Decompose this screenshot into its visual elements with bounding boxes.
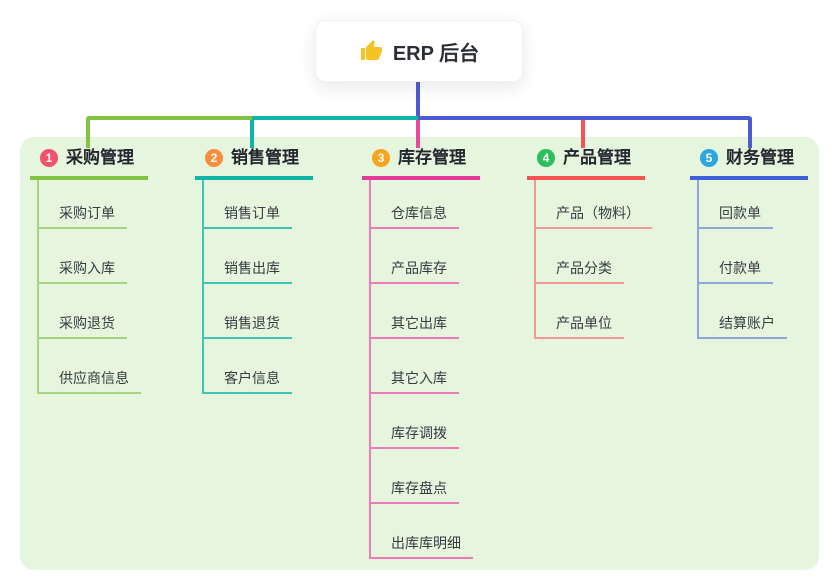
connector-drop-product bbox=[581, 120, 585, 148]
branch-number-badge: 3 bbox=[372, 149, 390, 167]
child-node[interactable]: 产品单位 bbox=[536, 284, 624, 339]
child-node[interactable]: 仓库信息 bbox=[371, 180, 459, 229]
branch-inventory: 3 库存管理 仓库信息 产品库存 其它出库 其它入库 库存调拨 库存盘点 出库库… bbox=[362, 148, 480, 559]
child-node[interactable]: 销售退货 bbox=[204, 284, 292, 339]
branch-children: 销售订单 销售出库 销售退货 客户信息 bbox=[202, 180, 313, 394]
child-node[interactable]: 销售出库 bbox=[204, 229, 292, 284]
branch-children: 回款单 付款单 结算账户 bbox=[697, 180, 808, 339]
branch-label: 采购管理 bbox=[66, 148, 134, 167]
child-node[interactable]: 销售订单 bbox=[204, 180, 292, 229]
child-node[interactable]: 出库库明细 bbox=[371, 504, 473, 559]
child-node[interactable]: 采购订单 bbox=[39, 180, 127, 229]
branch-number-badge: 1 bbox=[40, 149, 58, 167]
connector-drop-sales bbox=[250, 120, 254, 148]
connector-segment-teal bbox=[252, 116, 418, 120]
branch-children: 仓库信息 产品库存 其它出库 其它入库 库存调拨 库存盘点 出库库明细 bbox=[369, 180, 480, 559]
child-node[interactable]: 付款单 bbox=[699, 229, 773, 284]
connector-drop-inventory bbox=[416, 120, 420, 148]
branch-node-sales[interactable]: 2 销售管理 bbox=[195, 148, 313, 180]
connector-trunk bbox=[416, 82, 420, 120]
child-node[interactable]: 客户信息 bbox=[204, 339, 292, 394]
branch-product: 4 产品管理 产品（物料） 产品分类 产品单位 bbox=[527, 148, 652, 339]
child-node[interactable]: 回款单 bbox=[699, 180, 773, 229]
connector-segment-green bbox=[86, 116, 252, 120]
child-node[interactable]: 其它出库 bbox=[371, 284, 459, 339]
branch-number-badge: 5 bbox=[700, 149, 718, 167]
child-node[interactable]: 库存调拨 bbox=[371, 394, 459, 449]
branch-label: 财务管理 bbox=[726, 148, 794, 167]
child-node[interactable]: 库存盘点 bbox=[371, 449, 459, 504]
child-node[interactable]: 采购退货 bbox=[39, 284, 127, 339]
branch-node-finance[interactable]: 5 财务管理 bbox=[690, 148, 808, 180]
child-node[interactable]: 采购入库 bbox=[39, 229, 127, 284]
branch-children: 产品（物料） 产品分类 产品单位 bbox=[534, 180, 652, 339]
branch-purchase: 1 采购管理 采购订单 采购入库 采购退货 供应商信息 bbox=[30, 148, 148, 394]
mindmap-background-panel bbox=[20, 137, 819, 570]
child-node[interactable]: 其它入库 bbox=[371, 339, 459, 394]
branch-label: 销售管理 bbox=[231, 148, 299, 167]
thumbs-up-icon bbox=[360, 40, 382, 60]
child-node[interactable]: 产品（物料） bbox=[536, 180, 652, 229]
connector-segment-blue bbox=[418, 116, 752, 120]
branch-number-badge: 2 bbox=[205, 149, 223, 167]
root-node-title: ERP 后台 bbox=[392, 42, 480, 65]
child-node[interactable]: 产品库存 bbox=[371, 229, 459, 284]
branch-sales: 2 销售管理 销售订单 销售出库 销售退货 客户信息 bbox=[195, 148, 313, 394]
branch-finance: 5 财务管理 回款单 付款单 结算账户 bbox=[690, 148, 808, 339]
branch-node-product[interactable]: 4 产品管理 bbox=[527, 148, 645, 180]
branch-label: 库存管理 bbox=[398, 148, 466, 167]
child-node[interactable]: 供应商信息 bbox=[39, 339, 141, 394]
branch-children: 采购订单 采购入库 采购退货 供应商信息 bbox=[37, 180, 148, 394]
branch-label: 产品管理 bbox=[563, 148, 631, 167]
branch-node-inventory[interactable]: 3 库存管理 bbox=[362, 148, 480, 180]
connector-drop-purchase bbox=[86, 118, 90, 148]
child-node[interactable]: 产品分类 bbox=[536, 229, 624, 284]
root-node-erp[interactable]: ERP 后台 bbox=[315, 20, 523, 82]
branch-number-badge: 4 bbox=[537, 149, 555, 167]
connector-drop-finance bbox=[748, 118, 752, 148]
child-node[interactable]: 结算账户 bbox=[699, 284, 787, 339]
branch-node-purchase[interactable]: 1 采购管理 bbox=[30, 148, 148, 180]
